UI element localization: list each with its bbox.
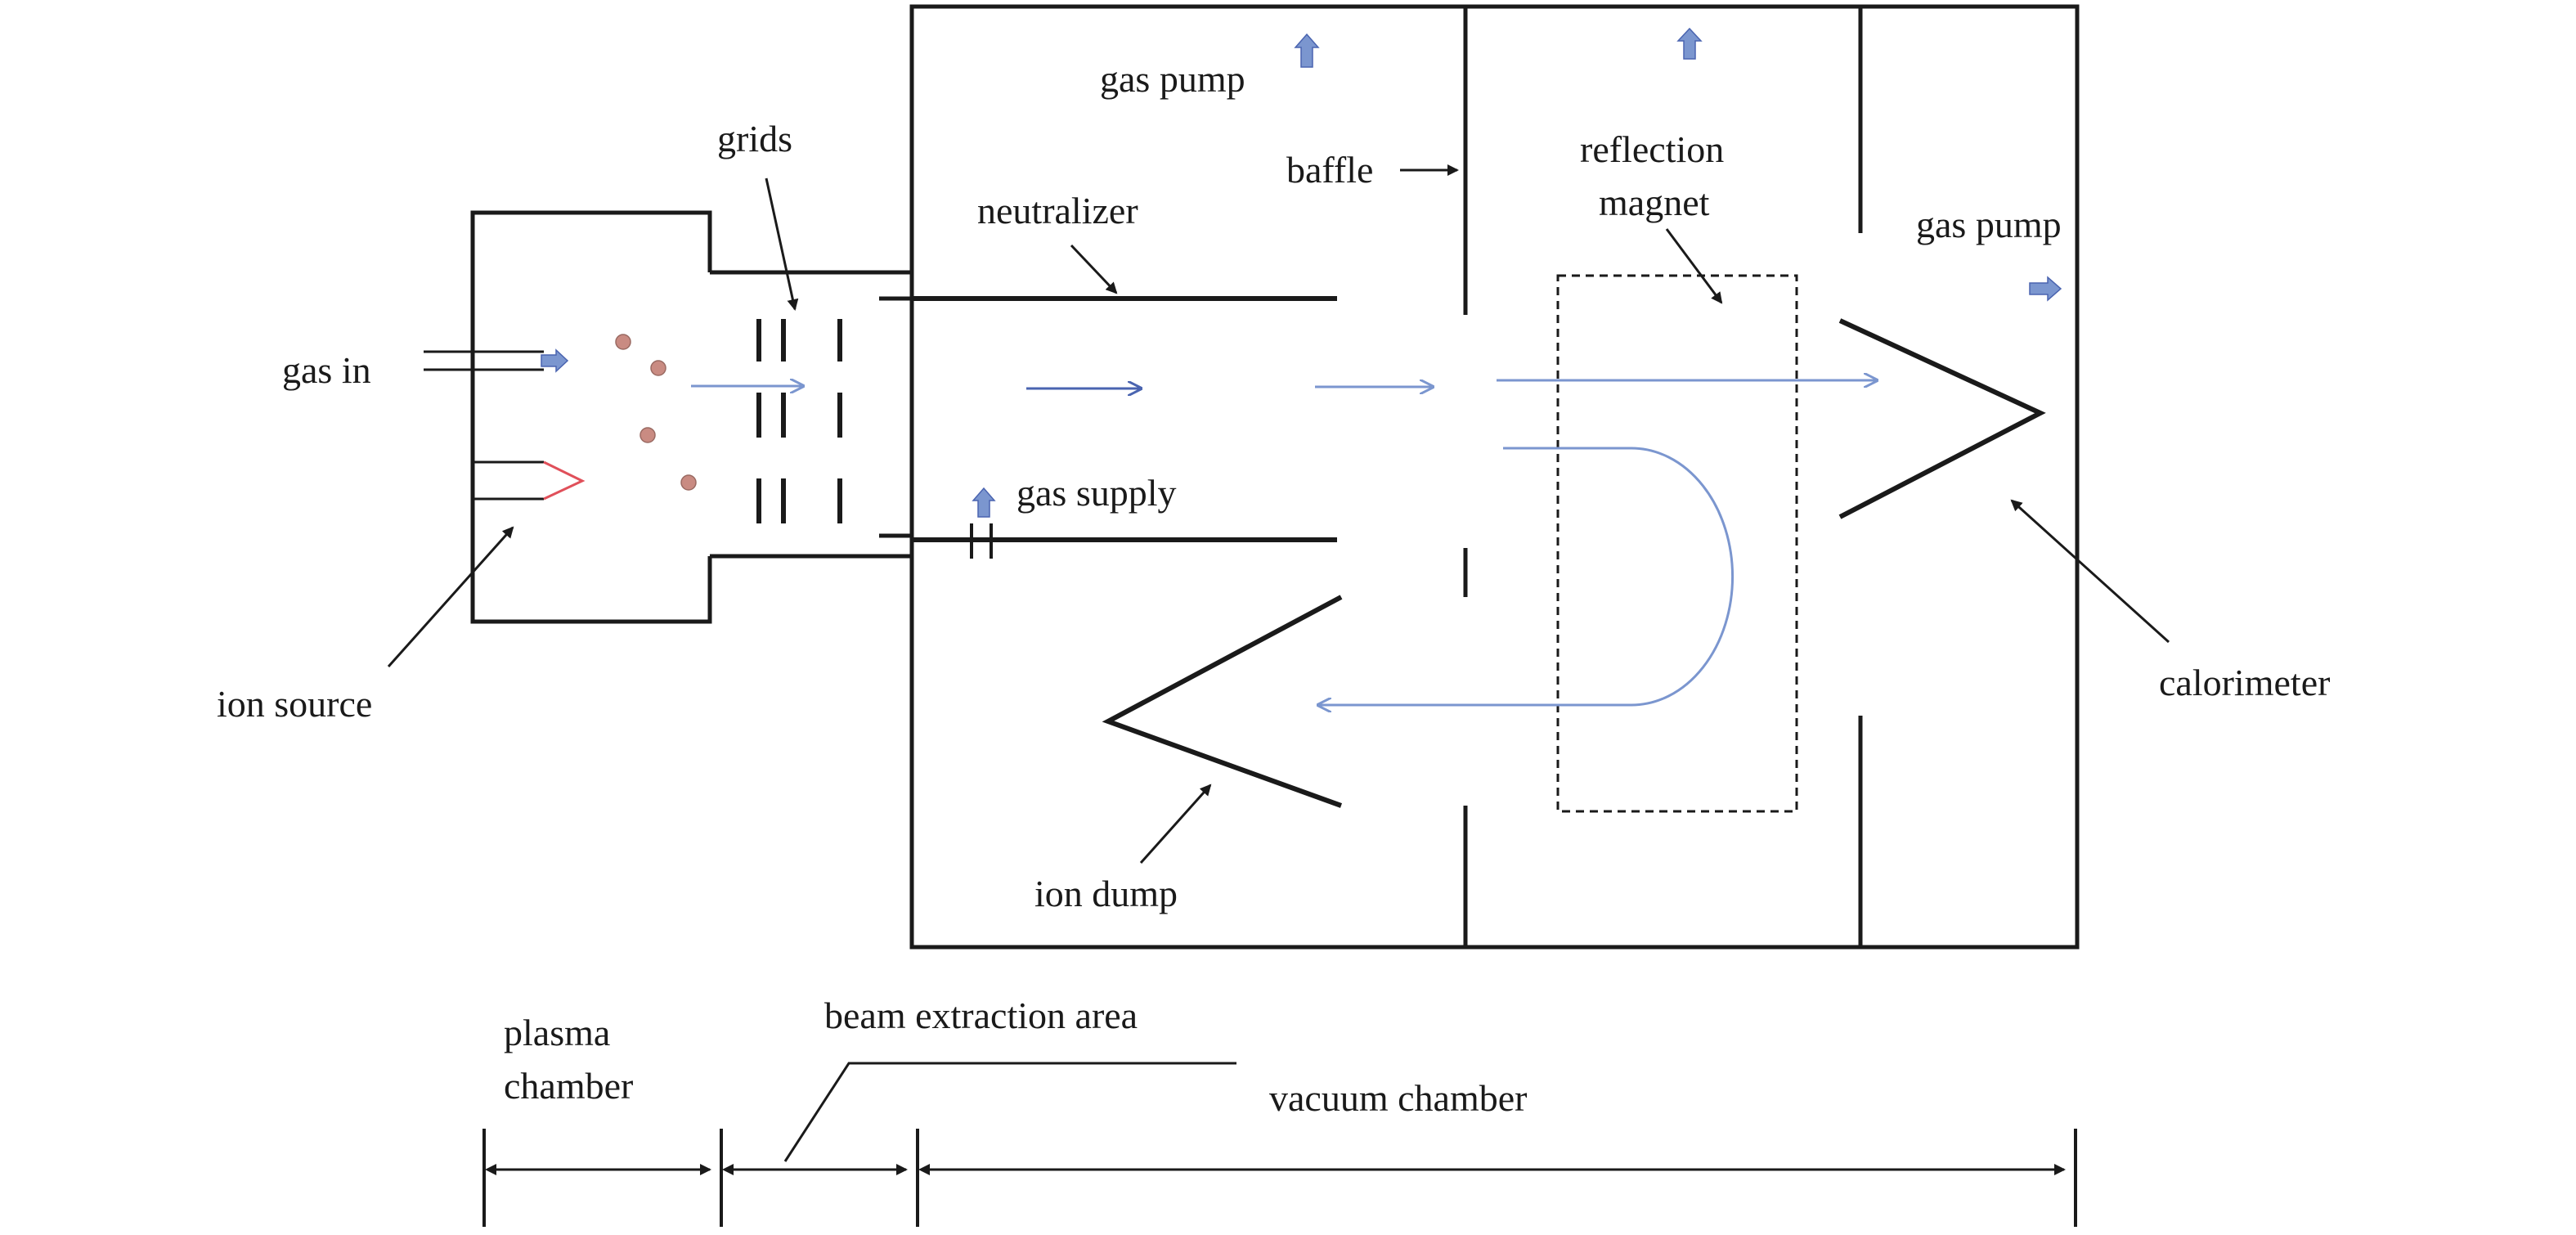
plasma-chamber-label-line2: chamber [504, 1065, 633, 1107]
extraction-tube [879, 296, 912, 538]
reflection-magnet-pointer [1665, 228, 1723, 304]
beam-extraction-leader [783, 1062, 1236, 1162]
ion-dump-pointer [1139, 784, 1212, 864]
calorimeter-pointer [2010, 499, 2170, 644]
gas-in-arrow-icon [541, 348, 569, 373]
beam-extraction-area-label: beam extraction area [824, 995, 1138, 1036]
gas-pump-right-arrow-icon [2029, 276, 2062, 302]
gas-pump-top-arrow-icon [1294, 33, 1320, 68]
gas-supply-label: gas supply [1016, 472, 1177, 514]
gas-in-tube [424, 350, 544, 371]
calorimeter-shape [1838, 318, 2046, 519]
grids-label: grids [717, 118, 792, 159]
filament-leads [473, 460, 544, 501]
neutralizer-label: neutralizer [977, 190, 1138, 231]
gas-supply-arrow-icon [972, 487, 996, 518]
neutralizer-tube [912, 296, 1337, 542]
gas-pump-top-label: gas pump [1100, 58, 1245, 100]
ion-source-label: ion source [217, 683, 372, 725]
reflection-magnet-label-line2: magnet [1599, 182, 1710, 223]
baffle-label: baffle [1286, 149, 1373, 191]
ion-dump-shape [1102, 595, 1343, 808]
dimension-ticks [482, 1129, 2077, 1227]
reflection-magnet-box [1556, 274, 1798, 813]
gas-pump-top2-arrow-icon [1676, 27, 1703, 60]
grids [756, 319, 842, 523]
plasma-particles [615, 334, 697, 491]
ion-source-pointer [387, 526, 514, 667]
ion-dump-label: ion dump [1034, 873, 1178, 914]
vacuum-chamber-label: vacuum chamber [1269, 1077, 1527, 1119]
calorimeter-label: calorimeter [2159, 662, 2330, 703]
reflection-magnet-label-line1: reflection [1580, 128, 1724, 170]
label-pointers [387, 164, 2170, 864]
grids-pointer [765, 177, 799, 311]
gas-in-label: gas in [282, 349, 371, 391]
deflected-ion-path [1318, 447, 1735, 705]
gas-pump-right-label: gas pump [1916, 204, 2062, 245]
plasma-chamber-label-line1: plasma [504, 1012, 610, 1053]
plasma-chamber-housing [470, 210, 912, 624]
ion-beam [691, 380, 1877, 388]
neutralizer-pointer [1070, 244, 1118, 294]
filament-icon [543, 460, 586, 501]
vacuum-chamber-box [909, 4, 2080, 950]
gas-supply-pipe [970, 523, 993, 559]
